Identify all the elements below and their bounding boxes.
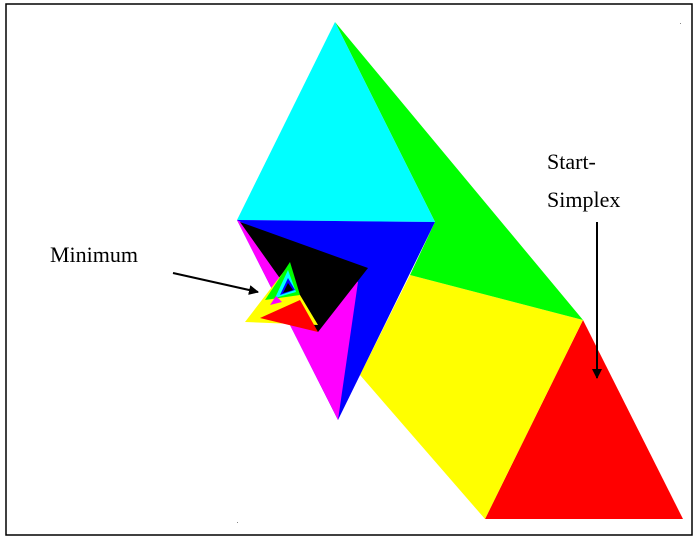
cyan-simplex bbox=[237, 22, 435, 222]
stray-dot bbox=[237, 522, 238, 523]
green-simplex bbox=[335, 22, 583, 320]
minimum-arrow bbox=[172, 272, 259, 295]
yellow-simplex bbox=[360, 275, 583, 519]
black-simplex bbox=[240, 222, 368, 332]
small-black-simplex bbox=[283, 283, 293, 293]
small-magenta-simplex bbox=[270, 296, 282, 305]
start-simplex-label-line1: Start- bbox=[547, 149, 596, 174]
small-red-simplex bbox=[260, 300, 318, 332]
minimum-label: Minimum bbox=[50, 242, 138, 267]
start-simplex-triangle bbox=[485, 320, 683, 519]
stray-dot bbox=[680, 23, 681, 24]
start-simplex-label-line2: Simplex bbox=[547, 187, 620, 212]
